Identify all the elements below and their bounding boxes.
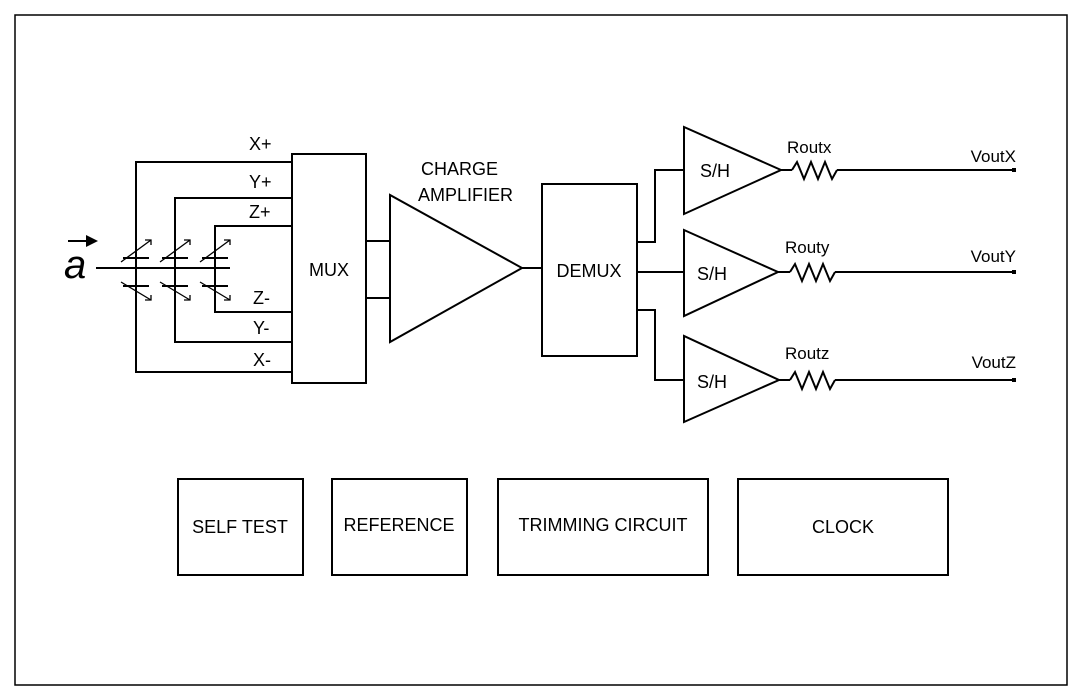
sample-hold-z-label: S/H [697,372,727,392]
mux-input-x-minus: X- [253,350,271,370]
charge-amplifier-label-line1: CHARGE [421,159,498,179]
resistor-z [789,369,836,392]
mux-input-z-minus: Z- [253,288,270,308]
diagram-frame [14,14,1068,686]
mux-label: MUX [309,260,349,280]
output-terminal-x [1012,168,1016,172]
demux-block [541,183,638,357]
trimming-circuit-block [497,478,709,576]
mux-input-y-minus: Y- [253,318,269,338]
sample-hold-z [683,334,782,424]
acceleration-symbol: a [64,243,86,287]
clock-block [737,478,949,576]
charge-amplifier-label-line2: AMPLIFIER [418,185,513,205]
output-terminal-y [1012,270,1016,274]
sample-hold-x [683,125,784,216]
output-x-label: VoutX [971,147,1016,166]
reference-block [331,478,468,576]
resistor-x [791,159,838,182]
sample-hold-y-label: S/H [697,264,727,284]
resistor-y [789,261,836,284]
trimming-circuit-label: TRIMMING CIRCUIT [519,515,688,535]
self-test-block [177,478,304,576]
resistor-y-label: Routy [785,238,830,257]
sample-hold-y [683,228,781,318]
output-terminal-z [1012,378,1016,382]
clock-label: CLOCK [812,517,874,537]
sample-hold-x-label: S/H [700,161,730,181]
resistor-z-label: Routz [785,344,829,363]
reference-label: REFERENCE [343,515,454,535]
mux-input-z-plus: Z+ [249,202,271,222]
acceleration-vector: a [64,235,230,287]
resistor-x-label: Routx [787,138,832,157]
mux-input-y-plus: Y+ [249,172,272,192]
mux-input-x-plus: X+ [249,134,272,154]
mux-block [291,153,367,384]
demux-label: DEMUX [556,261,621,281]
self-test-label: SELF TEST [192,517,288,537]
charge-amplifier-triangle [389,193,525,344]
mux-wiring [135,161,292,373]
output-z-label: VoutZ [972,353,1016,372]
output-y-label: VoutY [971,247,1016,266]
